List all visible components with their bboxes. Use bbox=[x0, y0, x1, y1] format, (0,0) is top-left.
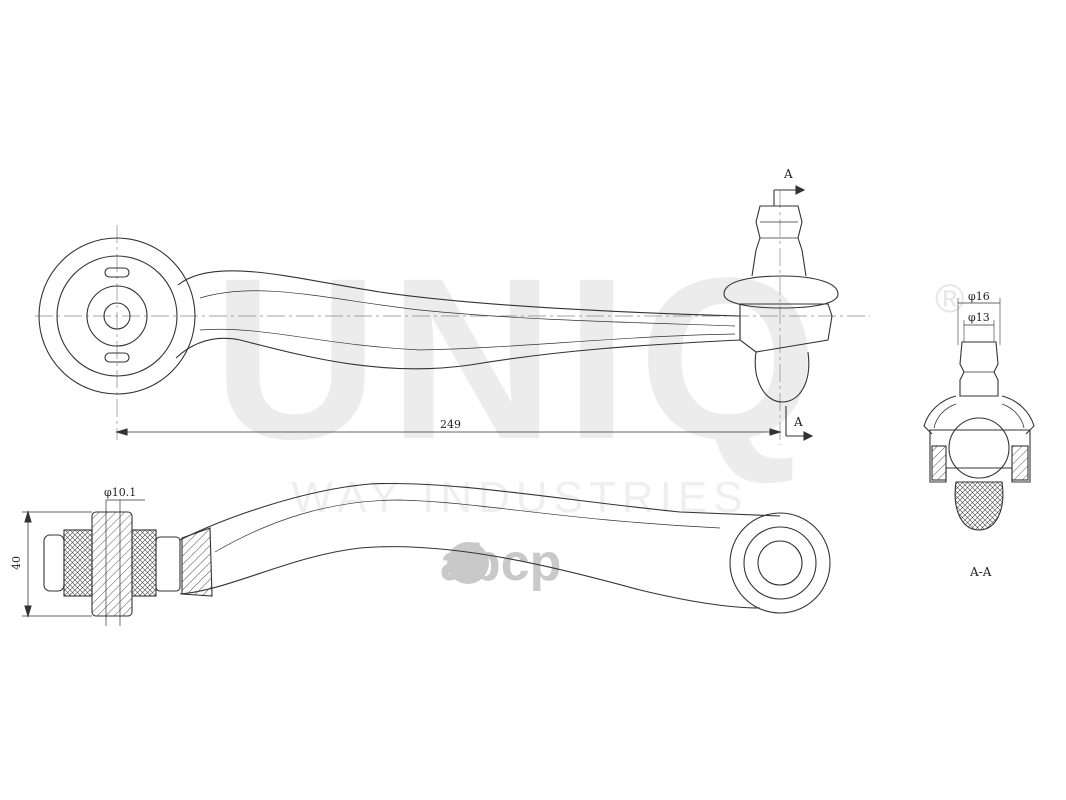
section-view bbox=[923, 298, 1035, 531]
ball-joint-boot bbox=[723, 275, 839, 309]
ball-joint-cap bbox=[754, 351, 810, 403]
dim-height-label: 40 bbox=[10, 556, 23, 570]
arm-body-outline bbox=[175, 270, 741, 370]
top-view bbox=[35, 185, 870, 445]
dim-outer-label: φ16 bbox=[968, 290, 990, 303]
dim-inner-label: φ13 bbox=[968, 311, 990, 324]
site-logo-text: abcp bbox=[440, 534, 561, 592]
watermark-brand: UNIQ bbox=[213, 230, 828, 487]
bushing-eye-inner bbox=[86, 285, 148, 347]
bushing-rubber-right bbox=[131, 529, 157, 597]
section-arrowhead-top bbox=[795, 185, 806, 195]
dim-height-arrow-bottom bbox=[24, 605, 32, 618]
section-marker-top: A bbox=[783, 167, 793, 181]
arm-side-hatch bbox=[181, 527, 213, 597]
arm-side-rib bbox=[214, 499, 721, 553]
dim-bore-label: φ10.1 bbox=[104, 486, 136, 499]
dim-length-arrow-right bbox=[769, 428, 782, 436]
section-marker-bottom: A bbox=[793, 415, 803, 429]
section-boot bbox=[923, 395, 1035, 435]
ball-joint-stud bbox=[751, 205, 807, 277]
bushing-slot-bottom bbox=[104, 352, 130, 363]
bushing-slot-top bbox=[104, 267, 130, 278]
section-cap bbox=[954, 481, 1004, 531]
section-ball bbox=[948, 417, 1010, 479]
section-stud bbox=[959, 341, 999, 397]
dim-height-arrow-top bbox=[24, 510, 32, 523]
dim-length-arrow-left bbox=[115, 428, 128, 436]
side-view bbox=[22, 482, 831, 626]
arm-rib-upper bbox=[199, 290, 736, 327]
bushing-bore bbox=[103, 302, 131, 330]
section-view-label: A-A bbox=[969, 565, 992, 579]
dim-length-label: 249 bbox=[440, 418, 461, 431]
ball-eye-mid bbox=[743, 526, 817, 600]
bushing-rubber-left bbox=[63, 529, 93, 597]
ball-eye-inner bbox=[757, 540, 803, 586]
ball-eye-outer bbox=[729, 512, 831, 614]
bushing-sleeve-right bbox=[155, 536, 181, 592]
site-logo-circle bbox=[447, 542, 489, 584]
arm-rib-lower bbox=[199, 328, 736, 351]
bushing-eye-outer bbox=[38, 237, 196, 395]
section-housing-hatch-right bbox=[1011, 445, 1029, 481]
section-housing-hatch-left bbox=[931, 445, 947, 481]
bushing-eye-rim bbox=[56, 255, 178, 377]
watermark-registered: ® bbox=[935, 277, 964, 321]
bushing-metal bbox=[91, 511, 133, 617]
watermark-tagline: WAY INDUSTRIES bbox=[291, 473, 748, 522]
site-logo: abcp bbox=[440, 534, 561, 592]
section-boot-inner bbox=[933, 403, 1025, 429]
section-arrowhead-bottom bbox=[803, 431, 814, 441]
bushing-sleeve-left bbox=[43, 534, 65, 592]
arm-side-outline bbox=[179, 482, 781, 609]
ball-joint-housing bbox=[739, 303, 833, 353]
watermark-layer: UNIQ ® WAY INDUSTRIES abcp bbox=[213, 230, 965, 592]
